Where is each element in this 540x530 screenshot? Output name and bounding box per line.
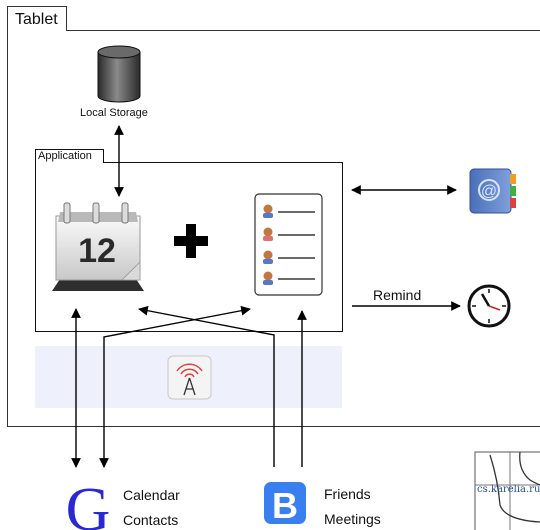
address-book-icon: @: [469, 168, 516, 214]
social-meetings-label: Meetings: [324, 511, 381, 527]
flow-arrows: [71, 125, 461, 468]
antenna-icon: [167, 355, 212, 400]
thumbnail-text: cs.karelia.ru: [477, 484, 540, 495]
google-logo: G: [66, 476, 111, 530]
google-contacts-label: Contacts: [123, 512, 179, 528]
remind-label: Remind: [373, 287, 422, 303]
contact-list-icon: [254, 193, 323, 296]
database-icon: [97, 45, 141, 103]
thumbnail-graph: [474, 451, 540, 530]
plus-icon: [174, 224, 208, 258]
arrow-friends-calendar: [138, 305, 275, 467]
svg-text:@: @: [481, 183, 497, 200]
social-friends-label: Friends: [324, 486, 371, 502]
calendar-day-number: 12: [78, 232, 116, 270]
application-tab: [35, 149, 104, 163]
application-title: Application: [38, 150, 92, 162]
storage-label: Local Storage: [80, 107, 148, 119]
google-letter: G: [66, 476, 111, 530]
social-logo: B: [264, 482, 306, 526]
clock-icon: [467, 284, 511, 328]
tablet-tab: [7, 6, 67, 31]
google-calendar-label: Calendar: [123, 487, 180, 503]
tablet-title: Tablet: [15, 11, 58, 28]
arrow-google-contacts: [99, 305, 251, 468]
social-letter: B: [272, 485, 298, 526]
calendar-icon: 12: [52, 202, 144, 291]
